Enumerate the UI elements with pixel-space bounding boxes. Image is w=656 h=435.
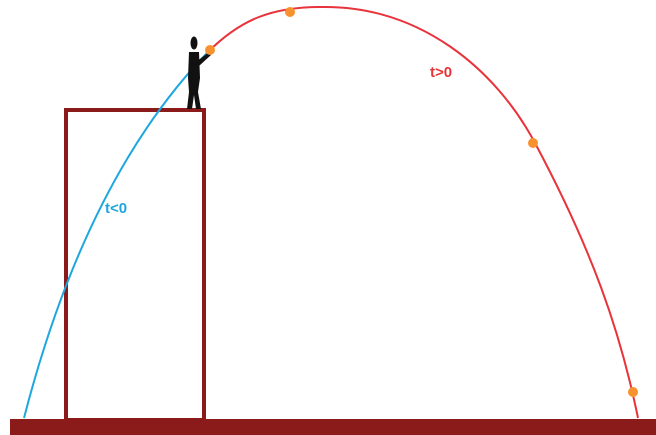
tower [64,108,206,422]
label-t-negative: t<0 [105,200,127,217]
trajectory-future [207,5,639,419]
marker-near-ground [628,387,638,397]
person-figure [187,36,211,109]
marker-near-peak [285,7,295,17]
ground [10,419,656,435]
person-arm [196,52,211,66]
person-head [190,36,198,50]
trajectory-past [23,51,209,419]
label-t-positive: t>0 [430,64,452,81]
person-body [187,52,201,109]
marker-launch [205,45,215,55]
marker-descending [528,138,538,148]
